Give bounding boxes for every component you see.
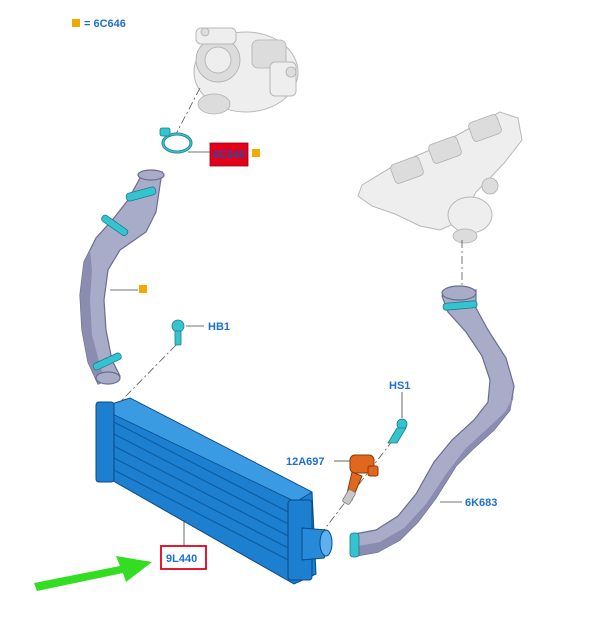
screw-hs1-icon — [387, 418, 408, 444]
callout-6c640-text: 6C640 — [213, 149, 245, 161]
callout-hs1[interactable]: HS1 — [389, 380, 410, 392]
turbocharger-illustration — [193, 27, 299, 115]
callout-9l440-box — [160, 545, 207, 570]
inlet-hose-assembly — [79, 169, 165, 385]
callout-6c640-marker — [252, 149, 260, 157]
legend-marker-square — [72, 19, 80, 27]
callout-hb1[interactable]: HB1 — [208, 321, 230, 333]
legend: = 6C646 — [72, 18, 126, 30]
callout-6c640[interactable]: 6C640 — [209, 142, 260, 167]
callout-12a697[interactable]: 12A697 — [286, 456, 325, 468]
turbo-clamp — [159, 127, 193, 154]
intake-manifold-illustration — [357, 111, 523, 244]
assembly-line-turbo — [175, 87, 201, 135]
assembly-line-hb1 — [121, 344, 177, 401]
hose-6c646-marker — [139, 285, 147, 293]
callout-6k683[interactable]: 6K683 — [465, 497, 497, 509]
outlet-hose — [349, 285, 515, 558]
bolt-hb1-icon — [171, 319, 185, 346]
callout-9l440[interactable]: 9L440 — [160, 545, 207, 570]
intercooler — [95, 397, 333, 585]
callout-6c640-highlight — [209, 142, 249, 167]
legend-text: = 6C646 — [84, 18, 126, 30]
sensor-12a697-icon — [342, 454, 379, 505]
callout-9l440-text: 9L440 — [166, 553, 197, 565]
pointer-arrow-icon — [34, 556, 152, 591]
